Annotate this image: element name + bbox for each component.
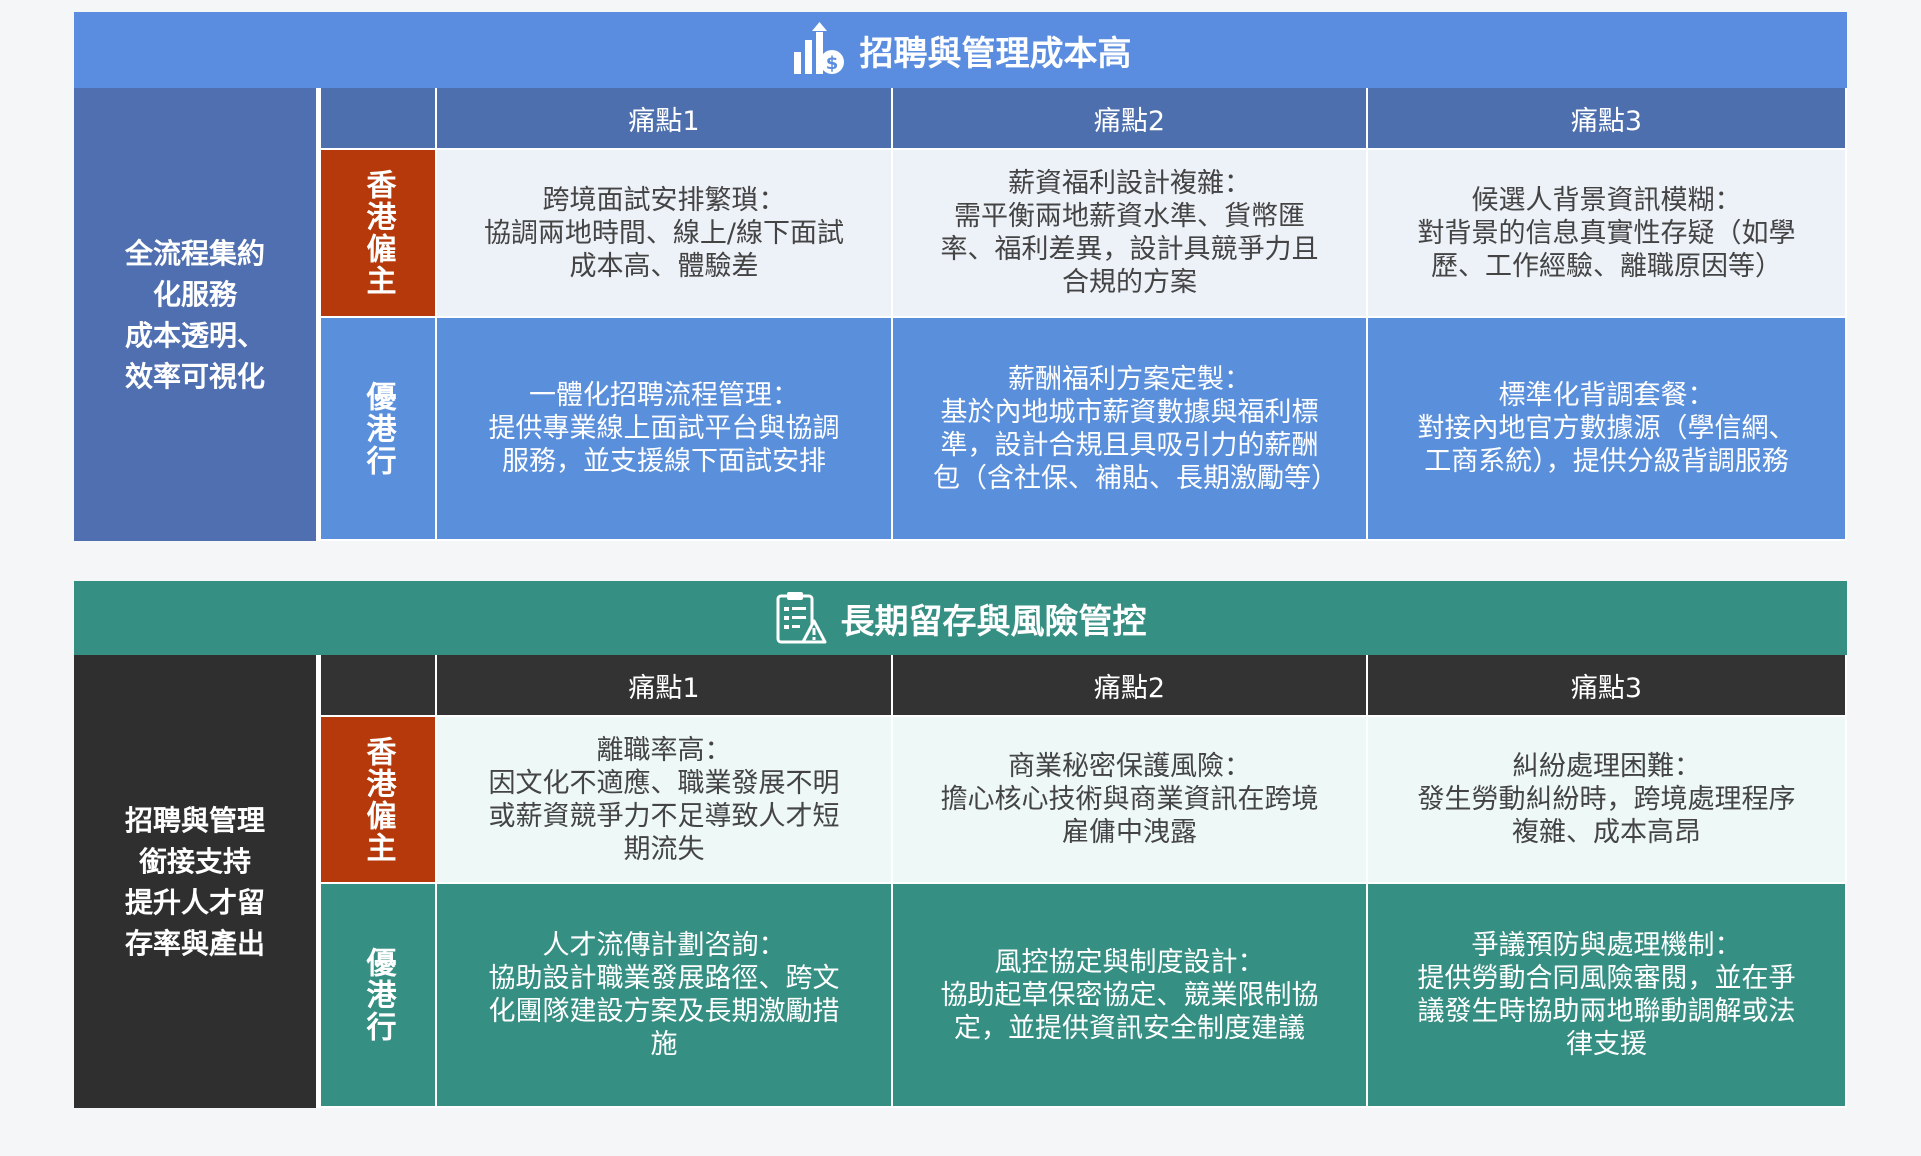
- pain-cell: 糾紛處理困難：發生勞動糾紛時，跨境處理程序複雜、成本高昂: [1368, 717, 1847, 884]
- row-label-hk-employer: 香港僱主: [321, 150, 437, 318]
- pain-cell: 離職率高：因文化不適應、職業發展不明或薪資競爭力不足導致人才短期流失: [437, 717, 893, 884]
- solution-cell: 人才流傳計劃咨詢：協助設計職業發展路徑、跨文化團隊建設方案及長期激勵措施: [437, 884, 893, 1108]
- header-pain-3: 痛點3: [1368, 655, 1847, 717]
- section-title: 長期留存與風險管控: [840, 601, 1147, 642]
- solution-cell: 薪酬福利方案定製：基於內地城市薪資數據與福利標準，設計合規且具吸引力的薪酬包（含…: [893, 318, 1368, 541]
- row-label-yougang: 優港行: [321, 884, 437, 1108]
- section-retention-risk: 長期留存與風險管控 招聘與管理 銜接支持 提升人才留 存率與產出 痛點1 痛點2…: [74, 581, 1847, 1108]
- section-title-bar: 長期留存與風險管控: [74, 581, 1847, 655]
- chart-dollar-icon: $: [793, 22, 844, 74]
- clipboard-warning-icon: [776, 592, 826, 644]
- header-corner: [321, 88, 437, 150]
- pain-cell: 商業秘密保護風險：擔心核心技術與商業資訊在跨境雇傭中洩露: [893, 717, 1368, 884]
- pain-cell: 候選人背景資訊模糊：對背景的信息真實性存疑（如學歷、工作經驗、離職原因等）: [1368, 150, 1847, 318]
- header-pain-3: 痛點3: [1368, 88, 1847, 150]
- section-recruitment-cost: $ 招聘與管理成本高 全流程集約 化服務 成本透明、 效率可視化 痛點1 痛點2…: [74, 12, 1847, 541]
- header-pain-2: 痛點2: [893, 655, 1368, 717]
- row-label-hk-employer: 香港僱主: [321, 717, 437, 884]
- header-corner: [321, 655, 437, 717]
- solution-cell: 標準化背調套餐：對接內地官方數據源（學信網、工商系統），提供分級背調服務: [1368, 318, 1847, 541]
- pain-cell: 跨境面試安排繁瑣：協調兩地時間、線上/線下面試成本高、體驗差: [437, 150, 893, 318]
- header-pain-2: 痛點2: [893, 88, 1368, 150]
- section-title-bar: $ 招聘與管理成本高: [74, 12, 1847, 88]
- header-pain-1: 痛點1: [437, 88, 893, 150]
- pain-cell: 薪資福利設計複雜：需平衡兩地薪資水準、貨幣匯率、福利差異，設計具競爭力且合規的方…: [893, 150, 1368, 318]
- solution-cell: 一體化招聘流程管理：提供專業線上面試平台與協調服務，並支援線下面試安排: [437, 318, 893, 541]
- section-title: 招聘與管理成本高: [859, 33, 1132, 74]
- row-label-yougang: 優港行: [321, 318, 437, 541]
- svg-text:$: $: [825, 53, 838, 74]
- solution-cell: 爭議預防與處理機制：提供勞動合同風險審閱，並在爭議發生時協助兩地聯動調解或法律支…: [1368, 884, 1847, 1108]
- header-pain-1: 痛點1: [437, 655, 893, 717]
- solution-cell: 風控協定與制度設計：協助起草保密協定、競業限制協定，並提供資訊安全制度建議: [893, 884, 1368, 1108]
- side-label: 全流程集約 化服務 成本透明、 效率可視化: [74, 88, 316, 541]
- side-label: 招聘與管理 銜接支持 提升人才留 存率與產出: [74, 655, 316, 1108]
